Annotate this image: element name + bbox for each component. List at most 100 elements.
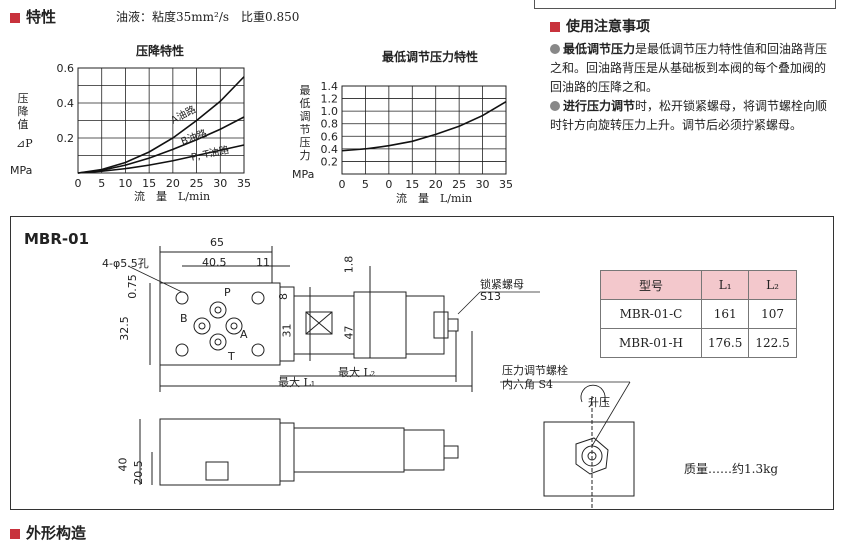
hole-note: 4-φ5.5孔: [102, 257, 149, 270]
table-cell: 176.5: [700, 328, 750, 358]
table-header: 型号: [600, 270, 702, 300]
x-tick-label: 15: [405, 178, 419, 191]
x-tick-label: 35: [499, 178, 513, 191]
dim-40: 40: [116, 457, 130, 472]
notes-heading: 使用注意事项: [550, 16, 650, 36]
notes-list: 最低调节压力是最低调节压力特性值和回油路背压之和。回油路背压是从基础板到本阀的每…: [550, 40, 836, 135]
chart2-title: 最低调节压力特性: [381, 50, 478, 64]
chart2-ylabel-line: 力: [299, 149, 311, 162]
dim-1-8: 1.8: [342, 255, 356, 274]
end-view-body: [543, 421, 635, 497]
dim-0-75: 0.75: [125, 274, 139, 299]
series-line: [77, 76, 245, 174]
dim-8: 8: [277, 293, 290, 300]
series-line: [77, 144, 245, 174]
y-tick-label: 1.0: [321, 105, 339, 118]
top-frame: [534, 0, 836, 9]
x-tick-label: 10: [118, 177, 132, 190]
x-tick-label: 25: [190, 177, 204, 190]
x-tick-label: 20: [429, 178, 443, 191]
bullet-icon: [550, 101, 560, 111]
port-label-a: A: [240, 328, 248, 341]
square-bullet-icon: [10, 528, 20, 539]
mount-hole: [175, 343, 189, 357]
x-tick-label: 0: [385, 178, 392, 191]
x-tick-label: 25: [452, 178, 466, 191]
model-title: MBR-01: [24, 230, 90, 248]
square-bullet-icon: [10, 12, 20, 23]
chart2-ylabel: 最 低 调 节 压 力: [298, 84, 312, 162]
port-label-p: P: [224, 286, 231, 299]
chart1-ylabel-line: 降: [17, 105, 29, 118]
chart1-ylabel-line: 压: [17, 92, 29, 105]
mass-label: 质量……约1.3kg: [684, 462, 779, 476]
table-cell: MBR-01-H: [600, 328, 702, 358]
table-header: L₁: [700, 270, 750, 300]
bolt-label: 压力调节螺栓: [502, 364, 568, 377]
x-tick-label: 35: [237, 177, 251, 190]
plot-frame: [341, 85, 507, 175]
chart2-xlabel: 流 量 L/min: [396, 192, 473, 205]
y-tick-label: 1.4: [321, 80, 339, 93]
y-tick-label: 0.4: [57, 97, 75, 110]
max-l2: 最大 L₂: [338, 366, 376, 379]
x-tick-label: 5: [98, 177, 105, 190]
bolt-end: [447, 318, 459, 332]
y-tick-label: 0.6: [321, 130, 339, 143]
port-b: [193, 317, 211, 335]
features-heading: 特性: [10, 6, 56, 27]
series-line: [77, 116, 245, 174]
chart2-ylabel-line: 节: [299, 123, 311, 136]
y-tick-label: 0.8: [321, 118, 339, 131]
chart2-yunit: MPa: [292, 168, 315, 181]
lock-nut-body: [405, 295, 445, 355]
bottom-heading: 外形构造: [10, 522, 86, 543]
lock-nut-label: 锁紧螺母: [480, 278, 524, 291]
spec-table: 型号 L₁ L₂ MBR-01-C 161 107 MBR-01-H 176.5…: [600, 270, 797, 358]
x-tick-label: 0: [339, 178, 346, 191]
max-l1: 最大 L₁: [278, 376, 316, 389]
table-header-row: 型号 L₁ L₂: [600, 270, 797, 300]
side-flange: [279, 422, 295, 482]
mount-hole: [251, 343, 265, 357]
dim-40-5: 40.5: [202, 256, 227, 269]
valve-body-side: [159, 418, 281, 486]
chart2-ylabel-line: 低: [299, 97, 311, 110]
lock-nut: [433, 311, 449, 339]
y-tick-label: 0.4: [321, 143, 339, 156]
adjust-housing: [353, 291, 407, 359]
chart1-title: 压降特性: [135, 44, 184, 58]
bullet-icon: [550, 44, 560, 54]
table-row: MBR-01-C 161 107: [600, 299, 797, 329]
hex-nut: [575, 437, 609, 475]
rise-label: 升压: [588, 396, 610, 409]
note-text: 是最低调节压力特性值和回油路背压之和。回油路背压是从基础板到本阀的每个叠加阀的回…: [550, 42, 828, 94]
mount-hole: [251, 291, 265, 305]
dim-47: 47: [342, 325, 356, 340]
side-bolt: [443, 445, 459, 459]
series-line: [341, 101, 507, 152]
y-tick-label: 0.2: [57, 132, 75, 145]
table-cell: 107: [748, 299, 797, 329]
bolt-size: 内六角 S4: [502, 378, 554, 391]
table-row: MBR-01-H 176.5 122.5: [600, 328, 797, 358]
table-cell: 122.5: [748, 328, 797, 358]
y-tick-label: 1.2: [321, 93, 339, 106]
chart1-ylabel: 压 降 值 ⊿P: [16, 92, 33, 150]
port-label-t: T: [228, 350, 235, 363]
y-tick-label: 0.2: [321, 155, 339, 168]
port-p: [209, 301, 227, 319]
x-tick-label: 30: [476, 178, 490, 191]
side-nut: [403, 429, 445, 471]
chart2-ylabel-line: 压: [299, 136, 311, 149]
port-label-b: B: [180, 312, 188, 325]
table-cell: MBR-01-C: [600, 299, 702, 329]
chart1-yunit: MPa: [10, 164, 33, 177]
oil-info: 油液：粘度35mm²/s 比重0.850: [116, 10, 300, 24]
mark-plate: [205, 461, 229, 481]
coil-window: [305, 311, 333, 335]
table-cell: 161: [700, 299, 750, 329]
chart1-xlabel: 流 量 L/min: [134, 190, 211, 203]
